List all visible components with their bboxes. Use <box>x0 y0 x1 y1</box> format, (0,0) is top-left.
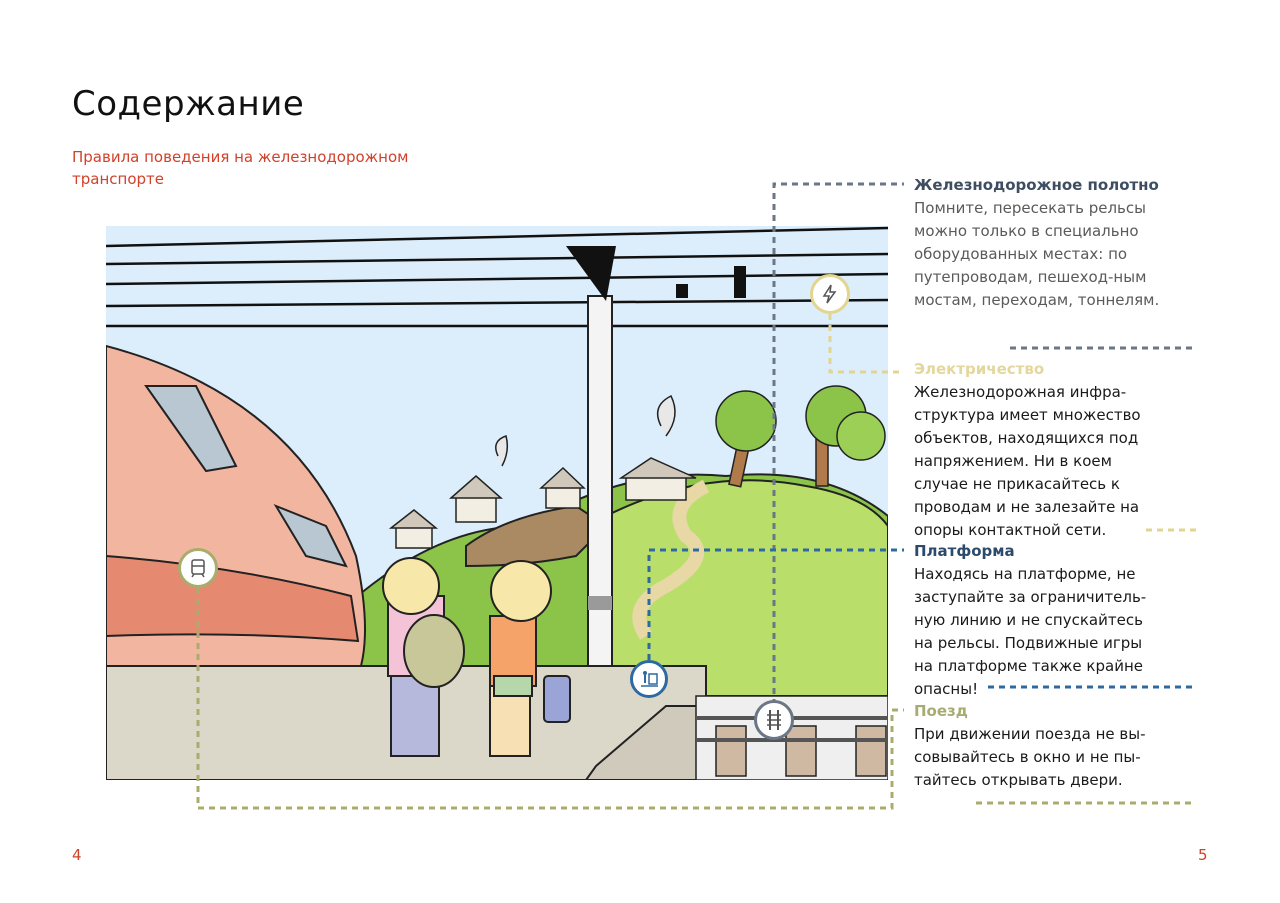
lightning-icon <box>822 284 837 304</box>
page-number-left: 4 <box>72 846 82 864</box>
electricity-marker <box>810 274 850 314</box>
section-rail-heading: Железнодорожное полотно <box>914 176 1159 194</box>
section-train-text: При движении поезда не вы-совывайтесь в … <box>914 725 1146 789</box>
platform-icon <box>641 671 658 687</box>
rail-track-icon <box>767 710 781 730</box>
page-number-right: 5 <box>1198 846 1208 864</box>
section-rail: Железнодорожное полотно Помните, пересек… <box>914 174 1164 312</box>
section-platform-heading: Платформа <box>914 542 1015 560</box>
platform-marker <box>630 660 668 698</box>
section-train: Поезд При движении поезда не вы-совывайт… <box>914 700 1164 792</box>
page-subtitle: Правила поведения на железнодорожном тра… <box>72 148 409 188</box>
section-electricity-text: Железнодорожная инфра-структура имеет мн… <box>914 383 1141 539</box>
railway-illustration <box>106 226 888 780</box>
section-rail-text: Помните, пересекать рельсы можно только … <box>914 199 1160 309</box>
section-train-heading: Поезд <box>914 702 968 720</box>
section-platform-text: Находясь на платформе, не заступайте за … <box>914 565 1147 698</box>
section-platform: Платформа Находясь на платформе, не заст… <box>914 540 1164 701</box>
rail-marker <box>754 700 794 740</box>
page-title: Содержание <box>72 84 305 124</box>
train-icon <box>191 559 205 578</box>
train-marker <box>178 548 218 588</box>
section-electricity: Электричество Железнодорожная инфра-стру… <box>914 358 1164 542</box>
section-electricity-heading: Электричество <box>914 360 1045 378</box>
